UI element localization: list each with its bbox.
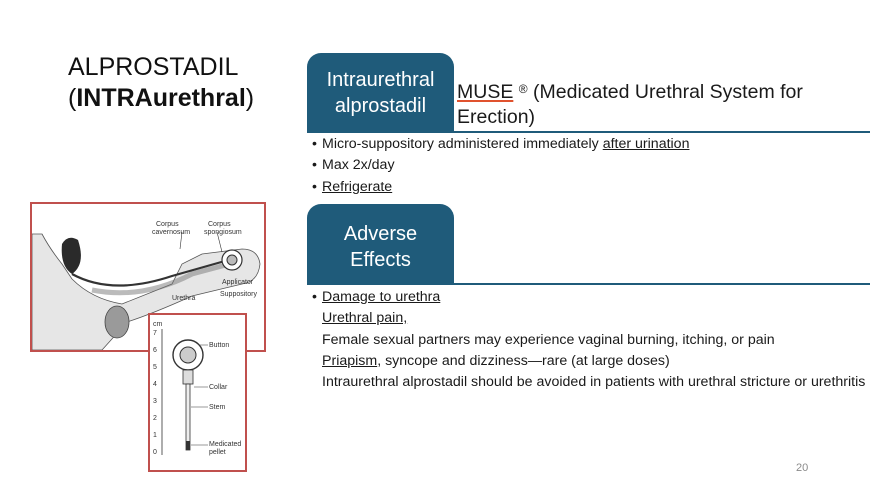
label-corpus-cav-2: cavernosum: [152, 229, 190, 236]
scale-tick: 0: [153, 449, 157, 456]
page-number: 20: [796, 462, 809, 474]
label-corpus-cav-1: Corpus: [156, 221, 179, 228]
applicator-inset: cm 7 6 5 4 3 2 1 0 Button Collar Stem Me…: [148, 313, 247, 472]
section2-list: Damage to urethra Urethral pain, Female …: [312, 287, 867, 393]
label-pellet-1: Medicated: [209, 441, 241, 448]
scale-tick: 5: [153, 364, 157, 371]
scale-tick: 6: [153, 347, 157, 354]
slide-title: ALPROSTADIL (INTRAurethral): [68, 52, 254, 114]
tab-intraurethral-alprostadil: Intraurethral alprostadil: [307, 53, 454, 131]
label-urethra: Urethra: [172, 295, 195, 302]
bullet-item: Micro-suppository administered immediate…: [312, 134, 867, 156]
section1-divider: [307, 131, 870, 133]
bullet-item: Max 2x/day: [312, 155, 867, 177]
list-line: Priapism, syncope and dizziness—rare (at…: [312, 351, 867, 372]
scale-tick: 7: [153, 330, 157, 337]
label-collar: Collar: [209, 384, 228, 391]
button-inner: [179, 346, 197, 364]
section1-bullets: Micro-suppository administered immediate…: [312, 134, 867, 198]
list-line: Urethral pain,: [312, 308, 867, 329]
title-open-paren: (: [68, 84, 77, 112]
stem-shape: [185, 383, 191, 451]
line-text: , syncope and dizziness—rare (at large d…: [377, 352, 670, 369]
line-underlined: Urethral pain,: [322, 310, 408, 327]
bullet-item: Refrigerate: [312, 177, 867, 199]
scale-ticks: 7 6 5 4 3 2 1 0: [153, 330, 157, 456]
line-text: Intraurethral alprostadil should be avoi…: [322, 374, 866, 391]
muse-link[interactable]: MUSE: [457, 81, 514, 103]
label-pellet-2: pellet: [209, 449, 226, 456]
applicator-inner: [226, 254, 238, 266]
label-button: Button: [209, 342, 229, 349]
list-line: Intraurethral alprostadil should be avoi…: [312, 372, 867, 393]
label-applicator: Applicator: [222, 279, 254, 286]
scale-unit: cm: [153, 321, 163, 328]
registered-mark: ®: [518, 82, 528, 96]
leader-line: [179, 231, 183, 250]
bullet-underlined: Damage to urethra: [322, 289, 441, 305]
scale-tick: 1: [153, 432, 157, 439]
section2-divider: [307, 283, 870, 285]
muse-heading-rest: (Medicated Urethral System for Erection): [457, 81, 803, 128]
scale-tick: 2: [153, 415, 157, 422]
anatomy-illustration: Corpus cavernosum Corpus spongiosum Appl…: [31, 221, 261, 351]
label-corpus-spong-1: Corpus: [208, 221, 231, 228]
title-bold: INTRAurethral: [76, 84, 246, 112]
collar-shape: [182, 369, 194, 385]
scale-tick: 3: [153, 398, 157, 405]
tab-adverse-effects: Adverse Effects: [307, 204, 454, 283]
bullet-underlined: Refrigerate: [322, 178, 393, 195]
applicator-illustration: cm 7 6 5 4 3 2 1 0 Button Collar Stem Me…: [153, 321, 241, 456]
label-suppository: Suppository: [220, 291, 257, 298]
urethra-path: [71, 257, 233, 287]
tab1-line-1: Intraurethral: [326, 69, 435, 91]
label-corpus-spong-2: spongiosum: [204, 229, 242, 236]
line-text: Female sexual partners may experience va…: [322, 331, 775, 348]
bullet-item: Damage to urethra: [312, 287, 867, 309]
leader-line: [216, 231, 223, 253]
bullet-underlined: after urination: [602, 136, 690, 152]
label-stem: Stem: [209, 404, 226, 411]
pellet-shape: [186, 441, 190, 450]
title-line-1: ALPROSTADIL: [68, 53, 239, 81]
bladder-shape: [61, 237, 81, 274]
tab2-line-1: Adverse: [343, 223, 418, 245]
tab1-line-2: alprostadil: [334, 95, 427, 117]
testis-shape: [104, 305, 130, 339]
line-underlined: Priapism: [322, 352, 378, 369]
bullet-text: Max 2x/day: [322, 157, 395, 174]
title-line-2: (INTRAurethral): [68, 83, 254, 114]
bullet-text: Micro-suppository administered immediate…: [322, 136, 603, 152]
corpus-shape: [91, 259, 238, 296]
list-line: Female sexual partners may experience va…: [312, 330, 867, 351]
tab2-line-2: Effects: [350, 249, 411, 271]
scale-tick: 4: [153, 381, 157, 388]
muse-heading: MUSE ® (Medicated Urethral System for Er…: [457, 77, 867, 130]
title-close-paren: ): [245, 84, 255, 112]
